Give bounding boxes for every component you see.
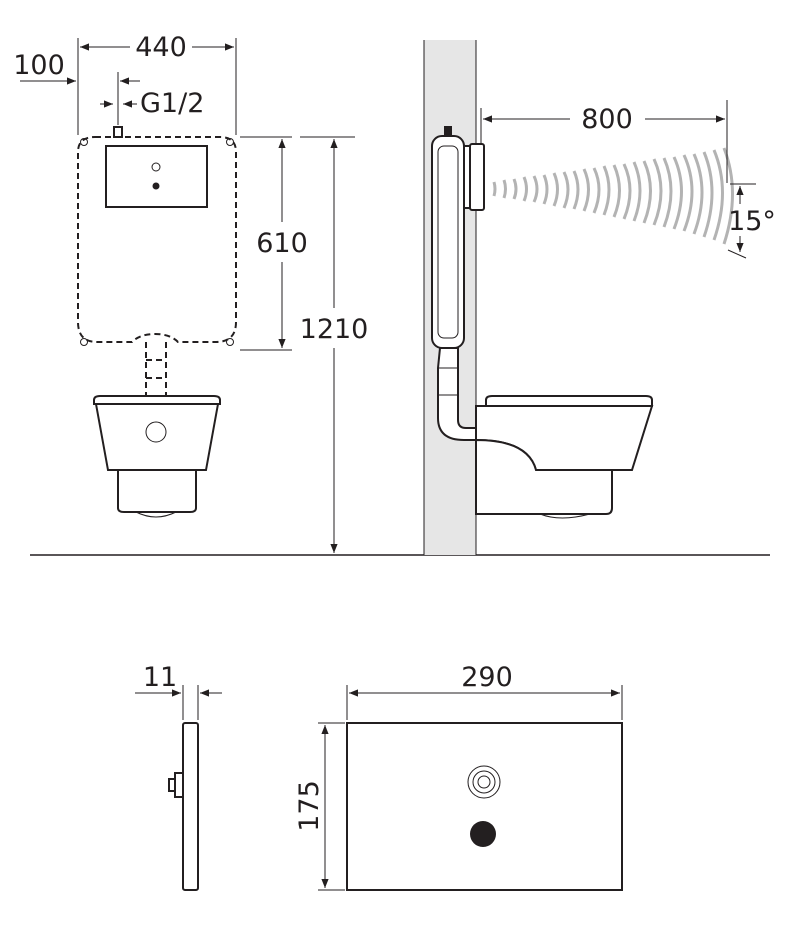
dim-inlet-thread: G1/2 <box>140 88 204 119</box>
drain-pipe <box>145 342 167 425</box>
outlet-hole <box>145 421 167 443</box>
bolt-icon <box>226 338 234 346</box>
dim-offset-inlet: 100 <box>13 50 65 81</box>
side-dimensions: 800 15° <box>480 100 776 259</box>
sensor-ring-icon <box>151 162 161 172</box>
cistern-inner <box>437 145 459 339</box>
plate-connector <box>174 772 184 798</box>
dim-total-height: 1210 <box>300 314 369 345</box>
cistern-tank <box>431 135 465 349</box>
plate-front-view: 290 175 <box>294 662 623 891</box>
indicator-dot-icon <box>470 821 496 847</box>
sensor-window-icon <box>467 765 501 799</box>
dim-sensor-range: 800 <box>581 104 633 135</box>
toilet-bowl-front <box>94 403 220 471</box>
flush-plate <box>346 722 623 891</box>
toilet-base-side <box>475 438 613 515</box>
side-view <box>423 40 734 555</box>
toilet-base-front <box>117 469 197 513</box>
side-inlet <box>444 126 452 136</box>
bolt-icon <box>80 138 88 146</box>
sensor-cone <box>492 147 734 245</box>
sensor-dot-icon <box>152 182 160 190</box>
water-inlet <box>113 126 123 138</box>
toilet-seat-front <box>93 395 221 405</box>
toilet-seat-side <box>485 395 653 407</box>
bolt-icon <box>226 138 234 146</box>
flush-plate-front <box>105 145 208 208</box>
flush-plate-face <box>469 143 485 211</box>
toilet-foot-front <box>135 511 177 518</box>
dim-width-frame: 440 <box>135 32 187 63</box>
dim-plate-height: 175 <box>294 780 325 832</box>
plate-side-view: 11 <box>135 662 222 891</box>
frame-outline <box>77 136 237 343</box>
front-dimensions: 440 100 G1/2 610 1210 <box>13 32 368 553</box>
dim-plate-width: 290 <box>461 662 513 693</box>
dim-cistern-height: 610 <box>256 228 308 259</box>
dim-plate-thickness: 11 <box>143 662 177 693</box>
front-view <box>77 126 237 518</box>
plate-profile <box>182 722 199 891</box>
bolt-icon <box>80 338 88 346</box>
dim-sensor-angle: 15° <box>728 206 776 237</box>
